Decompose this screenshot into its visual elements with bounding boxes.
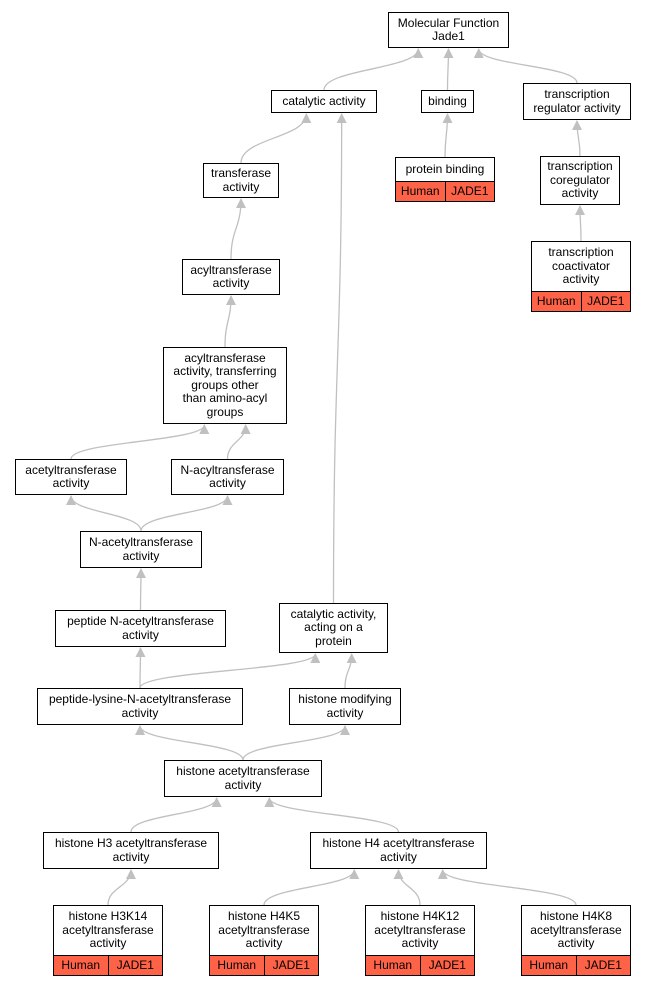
annotation-gene: JADE1 [575,956,631,975]
node-histone-h3-acetyltransferase-activity[interactable]: histone H3 acetyltransferase activity [43,832,219,869]
edge-plnacet-to-pnacet [135,647,146,689]
annotation-species: Human [373,957,413,972]
node-peptide-n-acetyltransferase-activity[interactable]: peptide N-acetyltransferase activity [55,610,226,647]
node-label: histone H3 acetyltransferase activity [54,836,208,864]
annotation-species: Human [61,957,101,972]
annotation-bar: Human JADE1 [210,955,318,975]
annotation-gene: JADE1 [107,956,163,975]
node-label: N-acyltransferase activity [180,462,275,490]
node-label: histone H4 acetyltransferase activity [322,836,475,864]
annotation-gene: JADE1 [580,292,631,311]
node-label: histone H3K14 acetyltransferase activity [62,909,154,951]
edge-hmod-to-catp [344,653,357,689]
node-label: binding [428,93,467,108]
annotation-bar: Human JADE1 [366,955,474,975]
edge-acylo-to-acyl [224,295,236,348]
annotation-gene: JADE1 [444,182,495,201]
node-label: acetyltransferase activity [25,462,117,490]
edge-tcoreg-to-trra [572,120,583,157]
annotation-species: Human [217,957,257,972]
annotation-bar: Human JADE1 [532,291,630,311]
node-label: transferase activity [210,166,272,194]
edge-tcoact-to-tcoreg [575,205,586,242]
node-histone-h4-acetyltransferase-activity[interactable]: histone H4 acetyltransferase activity [310,832,487,869]
annotation-gene: JADE1 [263,956,319,975]
node-acyltransferase-activity[interactable]: acyltransferase activity [182,259,280,295]
node-histone-h4k12-acetyltransferase-activity[interactable]: histone H4K12 acetyltransferase activity… [365,905,475,976]
annotation-species: Human [529,957,569,972]
node-label: Molecular Function Jade1 [397,15,500,43]
node-n-acyltransferase-activity[interactable]: N-acyltransferase activity [171,459,284,495]
node-histone-modifying-activity[interactable]: histone modifying activity [289,688,401,725]
node-binding[interactable]: binding [421,90,474,113]
node-label: acyltransferase activity [190,262,272,290]
edge-pnacet-to-nacet [135,568,146,611]
node-label: acyltransferase activity, transferring g… [173,350,277,419]
node-catalytic-activity-acting-on-protein[interactable]: catalytic activity, acting on a protein [279,603,388,653]
annotation-bar: Human JADE1 [396,181,494,201]
node-acetyltransferase-activity[interactable]: acetyltransferase activity [15,459,127,495]
node-label: histone acetyltransferase activity [176,764,310,792]
node-transcription-coregulator-activity[interactable]: transcription coregulator activity [540,156,620,205]
edge-trra-to-mf [473,48,578,84]
node-histone-acetyltransferase-activity[interactable]: histone acetyltransferase activity [164,760,322,797]
node-label: histone modifying activity [298,692,392,720]
edge-nacet-to-nacyl [140,495,233,532]
node-label: transcription regulator activity [533,87,621,115]
edge-nacet-to-acet [66,495,142,532]
edge-acyl-to-trans [230,198,246,260]
annotation-bar: Human JADE1 [54,955,162,975]
edge-h4k12-to-h4at [393,869,421,906]
node-label: transcription coregulator activity [547,159,613,201]
edge-plnacet-to-catp [139,653,321,689]
node-acyltransferase-other-groups[interactable]: acyltransferase activity, transferring g… [163,347,287,424]
node-peptide-lysine-n-acetyltransferase-activity[interactable]: peptide-lysine-N-acetyltransferase activ… [37,688,243,725]
annotation-species: Human [536,293,576,308]
node-molecular-function[interactable]: Molecular Function Jade1 [388,12,509,48]
edge-h4k5-to-h4at [263,869,360,906]
node-label: histone H4K12 acetyltransferase activity [374,909,466,951]
edge-trans-to-cat [240,113,312,164]
edge-pbind-to-bind [442,113,453,158]
node-transferase-activity[interactable]: transferase activity [203,163,279,198]
node-label: protein binding [405,161,485,176]
node-transcription-regulator-activity[interactable]: transcription regulator activity [523,83,631,120]
node-label: peptide N-acetyltransferase activity [67,614,214,642]
node-label: catalytic activity, acting on a protein [290,606,377,648]
edge-hat-to-plnacet [135,725,244,761]
node-label: peptide-lysine-N-acetyltransferase activ… [48,692,232,720]
edge-h3k14-to-h3at [107,869,136,906]
edge-bind-to-mf [443,48,454,91]
node-label: N-acetyltransferase activity [88,535,194,563]
edge-h3at-to-hat [130,797,222,833]
annotation-gene: JADE1 [419,956,475,975]
node-label: transcription coactivator activity [548,245,614,287]
node-label: catalytic activity [282,93,366,108]
edge-h4k8-to-h4at [437,869,577,906]
annotation-bar: Human JADE1 [522,955,630,975]
edge-nacyl-to-acylo [226,424,251,460]
edge-cat-to-mf [323,48,424,91]
node-label: histone H4K8 acetyltransferase activity [530,909,622,951]
node-histone-h3k14-acetyltransferase-activity[interactable]: histone H3K14 acetyltransferase activity… [53,905,163,976]
edge-acet-to-acylo [70,424,210,460]
edge-h4at-to-hat [264,797,400,833]
node-label: histone H4K5 acetyltransferase activity [218,909,310,951]
node-n-acetyltransferase-activity[interactable]: N-acetyltransferase activity [80,531,202,568]
node-catalytic-activity[interactable]: catalytic activity [271,90,377,113]
annotation-species: Human [400,183,440,198]
edge-catp-to-cat [332,113,347,604]
edge-hat-to-hmod [242,725,350,761]
